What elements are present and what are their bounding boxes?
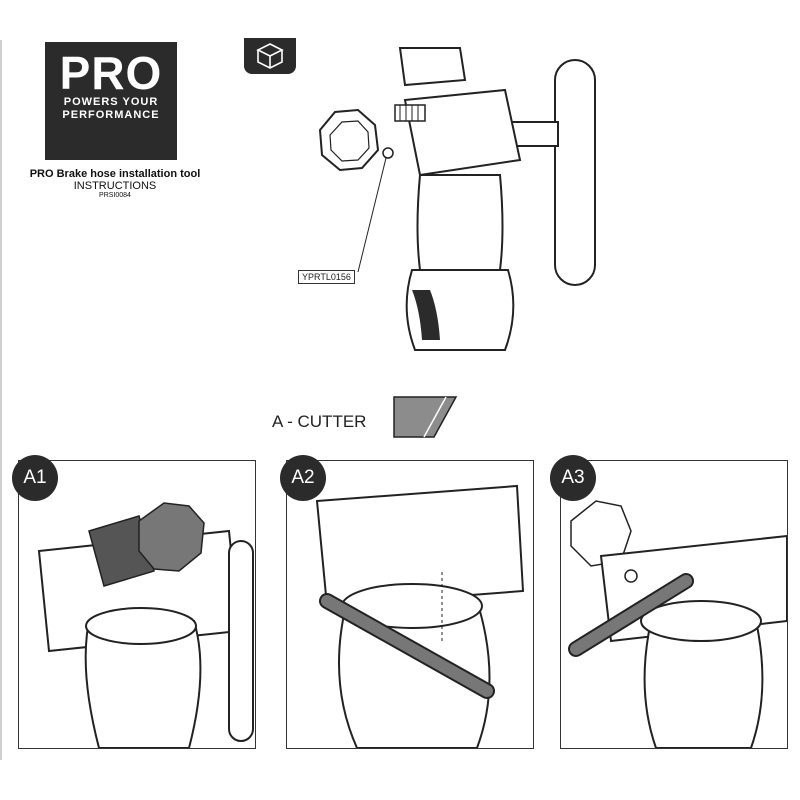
step-badge-a3: A3 <box>550 455 596 501</box>
step-panel-a1 <box>18 460 256 749</box>
document-code: PRSI0084 <box>99 192 131 199</box>
step-badge-a2: A2 <box>280 455 326 501</box>
logo-tagline-2: PERFORMANCE <box>62 109 160 121</box>
document-title: PRO Brake hose installation tool <box>29 168 201 180</box>
step-panel-a3 <box>560 460 788 749</box>
page-left-rule <box>0 40 2 760</box>
cutter-blade-icon <box>393 396 458 438</box>
tool-illustration <box>318 47 596 351</box>
box-icon <box>244 38 296 74</box>
step-a2-illustration <box>315 484 525 748</box>
step-panel-a2 <box>286 460 534 749</box>
cutter-label: A - CUTTER <box>272 412 367 431</box>
logo-tagline-1: POWERS YOUR <box>63 96 159 108</box>
brand-logo <box>45 42 177 160</box>
step-a1-illustration <box>37 502 254 748</box>
logo-brand: PRO <box>59 47 163 99</box>
document-title-block: PRO Brake hose installation tool INSTRUC… <box>20 168 210 199</box>
step-a3-illustration <box>568 500 787 748</box>
document-subtitle: INSTRUCTIONS <box>73 180 157 192</box>
brand-logo-text: PRO POWERS YOUR PERFORMANCE <box>45 50 177 122</box>
part-number-label: YPRTL0156 <box>298 270 355 284</box>
step-badge-a1: A1 <box>12 455 58 501</box>
